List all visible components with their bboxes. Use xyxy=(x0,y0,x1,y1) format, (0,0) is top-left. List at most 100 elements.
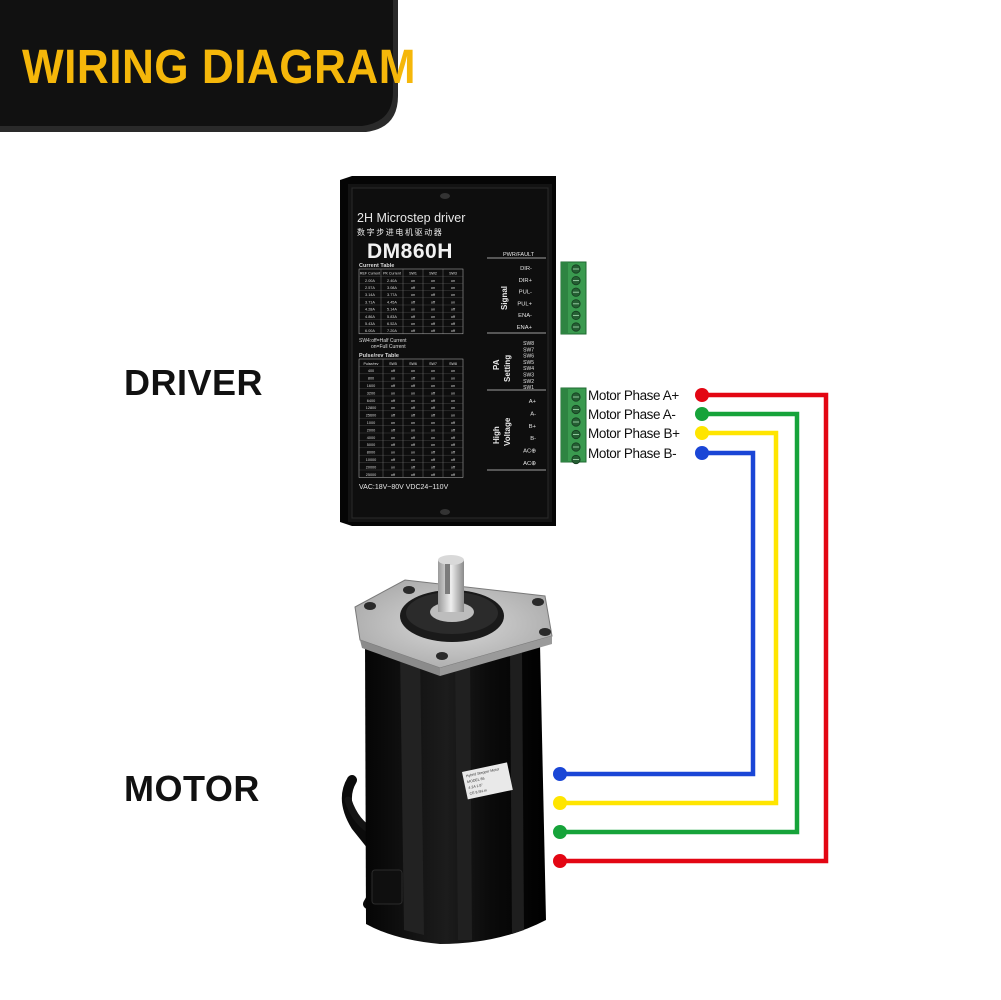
pulse-table-cell: on xyxy=(391,391,395,395)
current-table-cell: 4.45A xyxy=(387,300,397,304)
signal-pin-label: DIR+ xyxy=(519,278,533,284)
current-table-cell: 5.43A xyxy=(365,322,375,326)
pulse-table-cell: on xyxy=(431,369,435,373)
current-table-cell: on xyxy=(451,300,455,304)
current-table-cell: off xyxy=(411,300,416,304)
pulse-table-cell: 25600 xyxy=(366,414,377,418)
signal-pin-labels: DIR-DIR+PUL-PUL+ENA-ENA+ xyxy=(517,266,533,331)
driver-chinese-line: 数字步进电机驱动器 xyxy=(357,227,443,237)
wire-terminal-dot xyxy=(695,426,709,440)
pulse-table: Pulse/rev SW5 SW6 SW7 SW8 400 off on on on 800 on of… xyxy=(358,358,464,478)
current-table-cell: off xyxy=(411,329,416,333)
pulse-table-cell: on xyxy=(451,391,455,395)
pulse-table-cell: on xyxy=(431,428,435,432)
pulse-table-cell: on xyxy=(431,384,435,388)
pulse-table-cell: 400 xyxy=(368,369,374,373)
pwr-fault-label: PWR/FAULT xyxy=(503,252,535,258)
pulse-table-cell: off xyxy=(451,451,456,455)
current-table-cell: 7.20A xyxy=(387,329,397,333)
wire-terminal-dot xyxy=(695,388,709,402)
pulse-table-cell: off xyxy=(451,436,456,440)
pulse-table-cell: 8000 xyxy=(367,451,375,455)
pulse-table-cell: off xyxy=(411,414,416,418)
pulse-table-cell: off xyxy=(411,377,416,381)
current-table-cell: off xyxy=(431,329,436,333)
pulse-table-cell: 1600 xyxy=(367,384,375,388)
driver-label: DRIVER xyxy=(124,362,264,403)
wire-path xyxy=(560,430,779,806)
pulse-table-cell: off xyxy=(391,443,396,447)
pulse-table-cell: off xyxy=(411,443,416,447)
pulse-table-header-cell: SW5 xyxy=(389,362,397,366)
current-table-cell: off xyxy=(431,293,436,297)
pulse-table-cell: off xyxy=(391,369,396,373)
high-voltage-pin-labels: A+A-B+B-AC⊕AC⊕ xyxy=(523,399,537,467)
current-table-header-cell: SW1 xyxy=(409,272,417,276)
current-table-cell: 6.00A xyxy=(365,329,375,333)
wire-label: Motor Phase B+ xyxy=(588,426,680,441)
current-table-header-cell: REF Current xyxy=(360,272,380,276)
page-title: WIRING DIAGRAM xyxy=(22,41,417,94)
pulse-table-header-cell: SW8 xyxy=(449,362,457,366)
pulse-table-cell: 5000 xyxy=(367,443,375,447)
pulse-table-title: Pulse/rev Table xyxy=(359,353,399,359)
current-table-cell: on xyxy=(411,322,415,326)
wire-path xyxy=(560,392,829,864)
current-table-cell: off xyxy=(451,308,456,312)
pulse-table-cell: 800 xyxy=(368,377,374,381)
pulse-table-cell: on xyxy=(391,436,395,440)
pulse-table-cell: on xyxy=(391,377,395,381)
current-table-cell: on xyxy=(451,279,455,283)
driver-unit: 2H Microstep driver 数字步进电机驱动器 DM860H Cur… xyxy=(340,176,587,526)
current-table-cell: off xyxy=(451,322,456,326)
dip-switch-label: SW5 xyxy=(523,360,534,366)
dip-switch-label: SW6 xyxy=(523,354,534,360)
pulse-table-cell: 10000 xyxy=(366,458,377,462)
pulse-table-cell: off xyxy=(431,473,436,477)
motor-sticker-line: Hybrid Stepper Motor xyxy=(466,767,501,778)
current-table-cell: 3.14A xyxy=(365,293,375,297)
pulse-table-cell: off xyxy=(451,465,456,469)
wire-terminal-dot xyxy=(695,407,709,421)
wire-label: Motor Phase B- xyxy=(588,446,676,461)
pulse-table-cell: off xyxy=(451,473,456,477)
pulse-table-cell: on xyxy=(431,443,435,447)
pulse-table-header-cell: SW7 xyxy=(429,362,437,366)
current-table-cell: on xyxy=(451,286,455,290)
pulse-table-cell: off xyxy=(391,473,396,477)
current-table-cell: off xyxy=(411,315,416,319)
high-voltage-pin-label: A- xyxy=(530,411,536,417)
current-table-cell: 3.71A xyxy=(365,300,375,304)
pulse-table-header-cell: Pulse/rev xyxy=(364,362,379,366)
hv-group-label-2: Voltage xyxy=(503,417,512,446)
pa-group-label-1: PA xyxy=(492,359,501,370)
sw4-note-2: on=Full Current xyxy=(371,344,406,350)
pulse-table-cell: off xyxy=(431,399,436,403)
pulse-table-cell: off xyxy=(451,443,456,447)
wire-path xyxy=(560,450,756,777)
sw4-note-1: SW4:off=Half Current xyxy=(359,338,407,344)
pulse-table-cell: on xyxy=(451,399,455,403)
pulse-table-cell: off xyxy=(431,414,436,418)
pulse-table-cell: on xyxy=(451,377,455,381)
current-table-cell: on xyxy=(451,293,455,297)
pulse-table-cell: off xyxy=(411,465,416,469)
pulse-table-cell: 4000 xyxy=(367,436,375,440)
current-table-cell: on xyxy=(411,293,415,297)
motor-lead-dot xyxy=(553,767,567,781)
power-terminal-block xyxy=(560,387,587,465)
current-table-cell: off xyxy=(411,286,416,290)
pulse-table-cell: off xyxy=(391,458,396,462)
pulse-table-cell: on xyxy=(391,406,395,410)
dip-switch-label: SW2 xyxy=(523,379,534,385)
dip-switch-label: SW1 xyxy=(523,385,534,391)
hv-group-label-1: High xyxy=(492,426,501,444)
current-table-cell: 3.77A xyxy=(387,293,397,297)
current-table-cell: 4.86A xyxy=(365,315,375,319)
voltage-rating: VAC:18V~80V VDC24~110V xyxy=(359,484,449,491)
current-table-cell: 2.00A xyxy=(365,279,375,283)
pulse-table-header-cell: SW6 xyxy=(409,362,417,366)
high-voltage-pin-label: AC⊕ xyxy=(523,461,536,467)
